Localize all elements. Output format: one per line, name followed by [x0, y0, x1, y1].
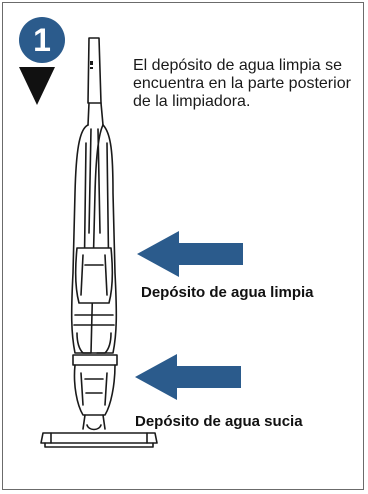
dirty-water-tank-label: Depósito de agua sucia — [135, 413, 303, 430]
down-triangle-icon — [19, 67, 55, 105]
upright-cleaner-illustration — [40, 37, 158, 448]
left-arrow-icon — [135, 354, 241, 400]
intro-text: El depósito de agua limpia se encuentra … — [133, 57, 351, 110]
left-arrow-icon — [137, 231, 243, 277]
step-number-badge: 1 — [19, 17, 65, 63]
instruction-card: 1 El depósito de agua limpia se encuentr… — [2, 2, 364, 490]
clean-water-tank-label: Depósito de agua limpia — [141, 284, 314, 301]
